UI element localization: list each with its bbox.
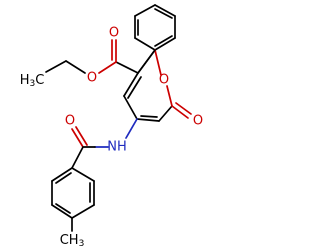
tolyl-methyl-ch: CH xyxy=(60,233,79,248)
amide-group xyxy=(71,118,138,169)
amide-nitrogen-label: NH xyxy=(107,140,127,155)
ethyl-methyl-label: H3C xyxy=(20,73,45,90)
tolyl-ring xyxy=(51,167,95,232)
tolyl-methyl-label: CH3 xyxy=(60,233,85,250)
lactone-oxygen-label: O xyxy=(193,114,203,129)
ring-oxygen-label: O xyxy=(159,73,169,88)
ethyl-methyl-subscript: 3 xyxy=(29,79,35,89)
molecule-structure: O O O O O NH H3C CH3 xyxy=(20,4,203,250)
phenyl-ring xyxy=(134,4,176,51)
ethyl-methyl-c: C xyxy=(35,73,44,88)
lactone-carbonyl xyxy=(171,102,192,119)
ester-carbonyl-oxygen-label: O xyxy=(109,26,119,41)
amide-oxygen-label: O xyxy=(65,114,75,129)
ethyl-ester-group xyxy=(45,39,139,74)
tolyl-methyl-subscript: 3 xyxy=(79,239,85,249)
ester-ether-oxygen-label: O xyxy=(87,71,97,86)
pyranone-ring xyxy=(123,49,173,122)
ethyl-methyl-h: H xyxy=(20,73,30,88)
